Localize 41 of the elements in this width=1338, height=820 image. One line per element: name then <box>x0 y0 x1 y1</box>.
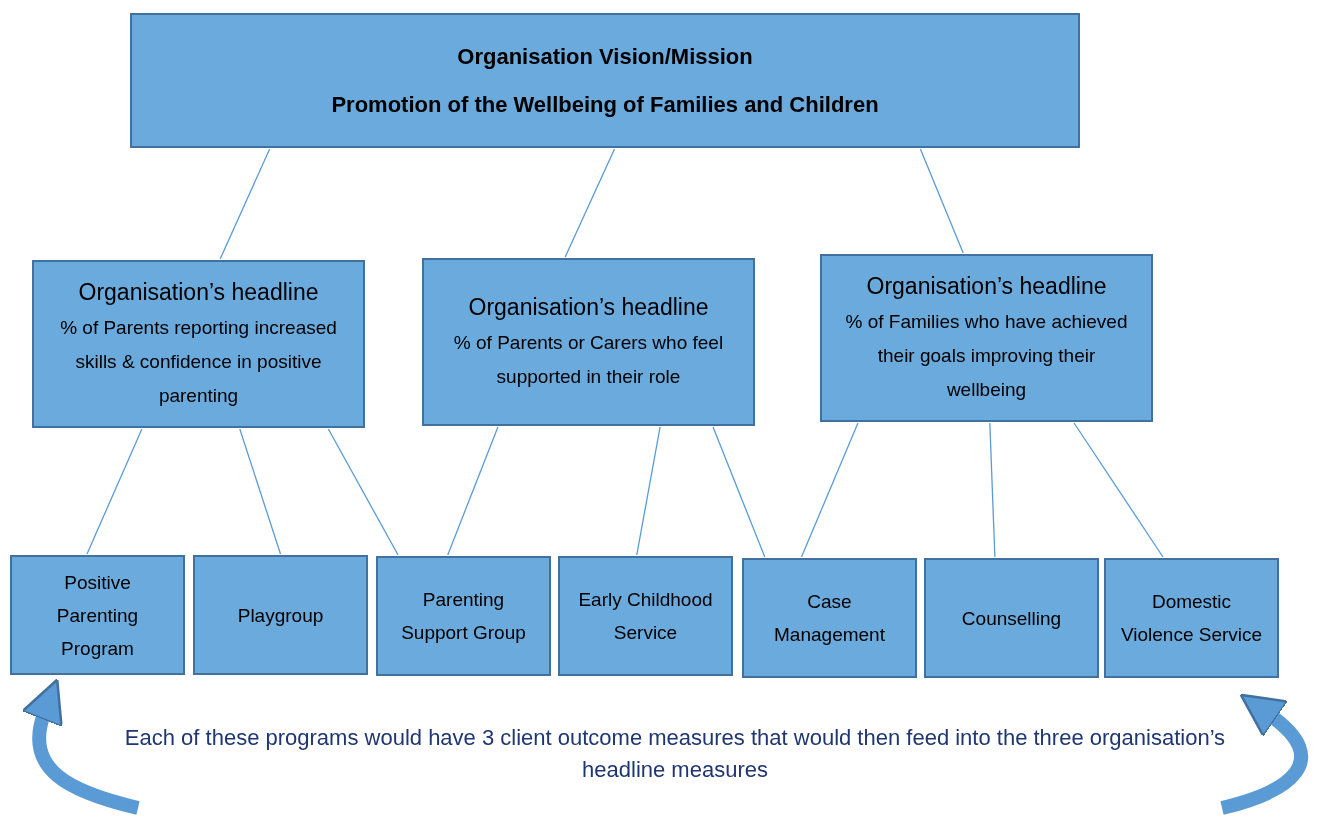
curved-arrow <box>1220 692 1308 815</box>
connector-line <box>86 428 143 555</box>
headline-measure: % of Families who have achieved their goals improving their wellbeing <box>844 310 1129 402</box>
heading: Organisation Vision/Mission <box>457 43 753 70</box>
program-box <box>1104 558 1279 678</box>
connector-line <box>327 428 399 556</box>
headline-box <box>32 260 365 428</box>
connector-line <box>636 426 661 556</box>
program-name: Counselling <box>961 606 1062 631</box>
headline-box <box>422 258 755 426</box>
program-box <box>924 558 1099 678</box>
program-name: Positive Parenting Program <box>55 570 140 661</box>
program-box <box>742 558 917 678</box>
program-box <box>193 555 368 675</box>
connector-line <box>989 422 996 558</box>
note-text: Each of these programs would have 3 client outcome measures that would then feed into the three organisation’s headline measures <box>123 724 1227 784</box>
headline-title: Organisation’s headline <box>78 278 319 307</box>
connector-line <box>1073 422 1164 558</box>
connector-line <box>447 426 499 556</box>
headline-title: Organisation’s headline <box>866 272 1107 301</box>
mission-box <box>130 13 1080 148</box>
headline-box <box>820 254 1153 422</box>
program-name: Parenting Support Group <box>400 588 527 645</box>
curved-arrow <box>21 677 140 815</box>
connector-line <box>219 148 271 260</box>
program-box <box>10 555 185 675</box>
headline-measure: % of Parents reporting increased skills & confidence in positive parenting <box>59 316 338 408</box>
connector-line <box>919 148 964 254</box>
connector-line <box>564 148 616 258</box>
headline-title: Organisation’s headline <box>468 293 709 322</box>
headline-measure: % of Parents or Carers who feel supported in their role <box>452 331 725 389</box>
connector-line <box>712 426 766 558</box>
program-box <box>558 556 733 676</box>
program-name: Domestic Violence Service <box>1119 590 1264 647</box>
program-name: Case Management <box>773 590 886 647</box>
program-name: Early Childhood Service <box>577 588 714 645</box>
program-box <box>376 556 551 676</box>
program-name: Playgroup <box>237 603 324 628</box>
connector-line <box>239 428 282 555</box>
subheading: Promotion of the Wellbeing of Families and Children <box>331 91 879 118</box>
connector-line <box>800 422 859 558</box>
